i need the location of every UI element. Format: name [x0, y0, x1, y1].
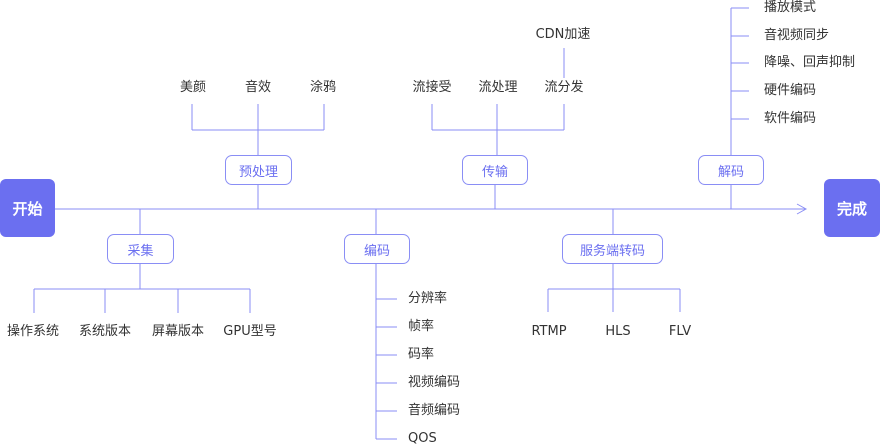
stage-decode: 解码 — [698, 155, 764, 185]
preprocess-item: 涂鸦 — [309, 80, 337, 95]
stage-transfer: 传输 — [462, 155, 528, 185]
cdn-item: CDN加速 — [535, 27, 591, 42]
preprocess-item: 美颜 — [179, 80, 207, 95]
stage-encode: 编码 — [344, 234, 410, 264]
end-node: 完成 — [824, 179, 880, 237]
decode-item: 软件编码 — [764, 111, 817, 126]
collect-item: 操作系统 — [6, 324, 60, 339]
collect-item: 系统版本 — [78, 324, 132, 339]
encode-item: 视频编码 — [408, 375, 461, 390]
stage-preprocess: 预处理 — [225, 155, 292, 185]
stage-server-transcode: 服务端转码 — [562, 234, 663, 264]
decode-item: 硬件编码 — [764, 83, 817, 98]
encode-item: 帧率 — [408, 319, 435, 334]
encode-item: 码率 — [408, 347, 435, 362]
encode-item: 分辨率 — [408, 291, 448, 306]
collect-item: GPU型号 — [223, 324, 277, 339]
preprocess-item: 音效 — [244, 80, 272, 95]
server-item: FLV — [668, 324, 692, 339]
encode-item: QOS — [408, 431, 437, 446]
decode-item: 降噪、回声抑制 — [764, 55, 856, 70]
decode-item: 播放模式 — [764, 0, 817, 15]
start-node: 开始 — [0, 179, 55, 237]
server-item: RTMP — [531, 324, 567, 339]
decode-item: 音视频同步 — [764, 28, 830, 43]
server-item: HLS — [605, 324, 631, 339]
encode-item: 音频编码 — [408, 403, 461, 418]
stage-collect: 采集 — [107, 234, 174, 264]
transfer-item: 流接受 — [412, 80, 452, 95]
collect-item: 屏幕版本 — [151, 324, 205, 339]
transfer-item: 流分发 — [544, 80, 584, 95]
transfer-item: 流处理 — [478, 80, 518, 95]
